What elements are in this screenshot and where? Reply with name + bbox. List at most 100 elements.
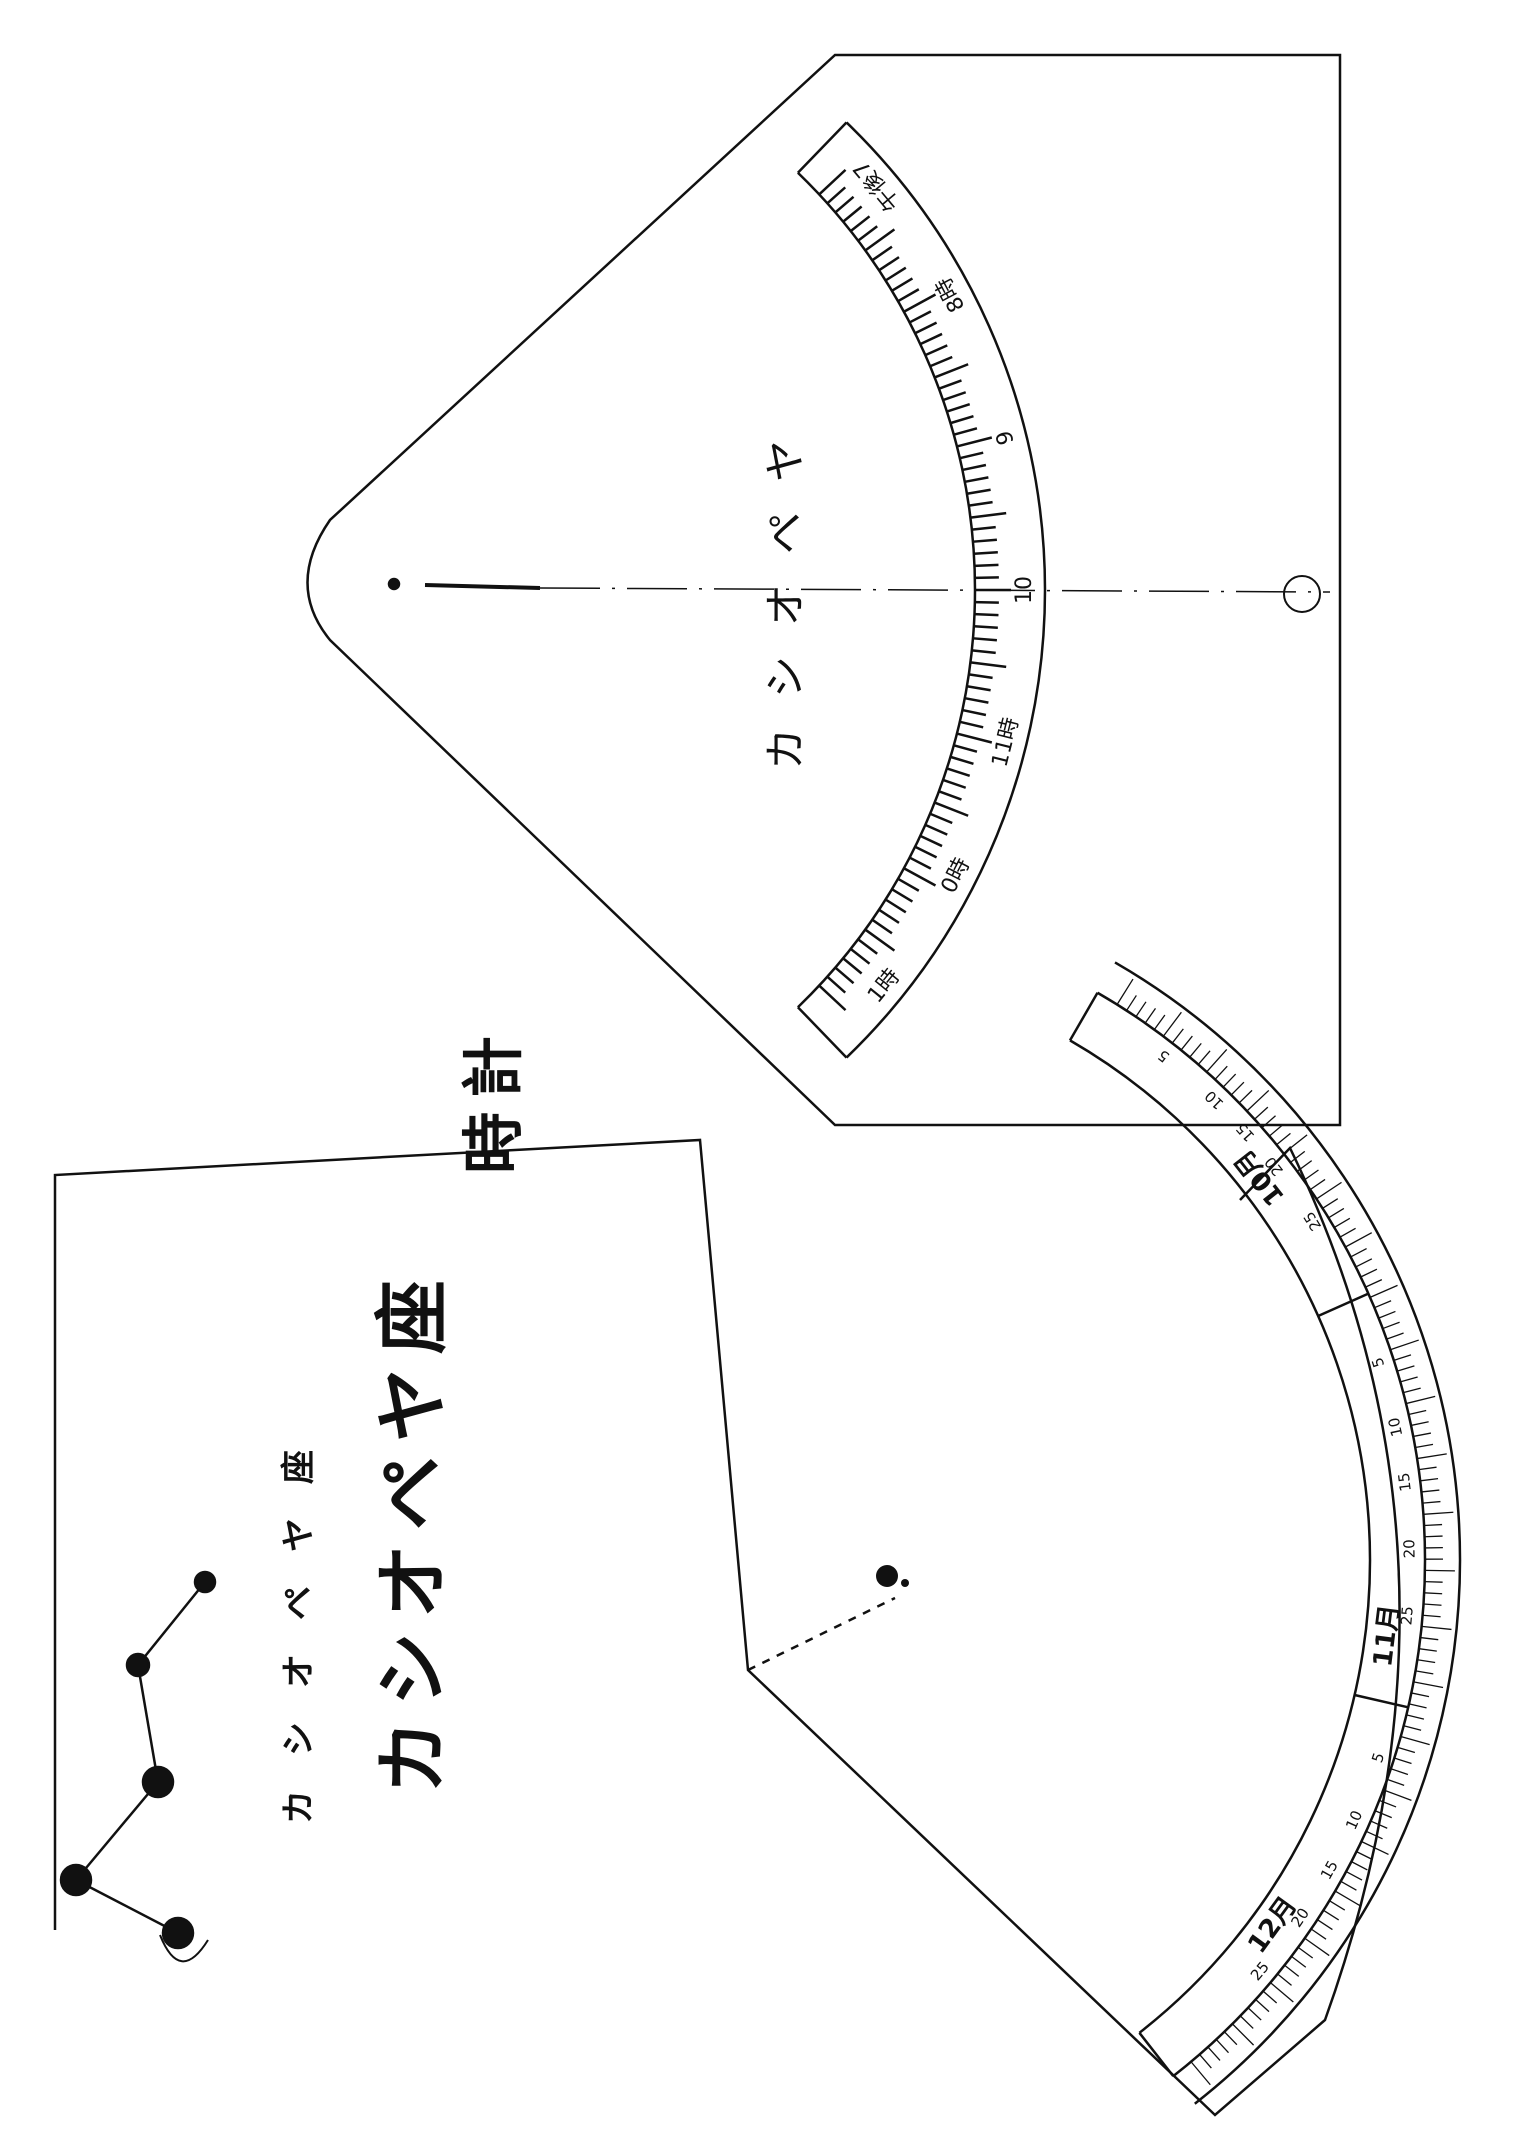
hour-tick	[864, 928, 896, 952]
notch-cutout	[159, 1934, 209, 1963]
date-tick	[1231, 2023, 1255, 2046]
date-tick	[1270, 1982, 1294, 2003]
hour-tick	[938, 790, 962, 801]
hour-tick	[834, 966, 855, 985]
date-tick	[1424, 1535, 1443, 1538]
date-tick	[1408, 1703, 1427, 1709]
date-tick	[1390, 1768, 1409, 1776]
date-tick	[1405, 1395, 1436, 1405]
hour-tick	[959, 451, 984, 460]
date-tick	[1144, 1007, 1157, 1024]
subtitle: 時計	[457, 1022, 530, 1174]
center-line-thick	[424, 583, 541, 590]
hour-tick	[962, 708, 987, 717]
date-tick	[1345, 1232, 1373, 1248]
date-tick	[1400, 1376, 1418, 1383]
date-tick	[1189, 1042, 1202, 1058]
hour-tick	[973, 551, 998, 555]
star-alpha	[59, 1863, 93, 1897]
date-tick	[1180, 1035, 1193, 1051]
hour-tick	[950, 415, 974, 425]
date-tick	[1268, 1123, 1284, 1137]
date-tick	[1162, 1011, 1182, 1037]
day-label: 10	[1201, 1087, 1227, 1113]
day-label: 5	[1154, 1046, 1173, 1066]
day-label: 25	[1397, 1605, 1417, 1626]
month-dividers	[1068, 992, 1409, 2077]
date-tick	[1420, 1636, 1439, 1641]
month-divider	[1317, 1292, 1369, 1318]
pivot-dot	[387, 577, 401, 591]
date-tick	[1379, 1799, 1397, 1808]
hour-tick	[953, 427, 978, 436]
date-tick	[1239, 2015, 1254, 2029]
hour-tick	[903, 867, 937, 887]
hour-tick	[878, 908, 900, 924]
hour-tick	[818, 168, 847, 196]
date-scale-inner-arc	[1069, 1039, 1372, 2034]
hour-label: 午後7	[849, 155, 905, 216]
pin-hole-circle	[1283, 575, 1321, 613]
hour-tick	[891, 277, 914, 292]
month-divider	[1068, 992, 1099, 1042]
hour-tick	[974, 563, 999, 568]
hour-label: 0時	[937, 854, 976, 897]
hour-tick	[973, 625, 998, 629]
date-tick	[1420, 1477, 1439, 1482]
date-tick	[1296, 1160, 1313, 1172]
date-tick	[1406, 1714, 1425, 1720]
hour-tick	[834, 195, 855, 214]
date-tick	[1422, 1500, 1441, 1504]
day-label: 15	[1317, 1857, 1342, 1882]
hour-tick	[974, 612, 999, 617]
date-tick	[1247, 2007, 1262, 2021]
date-tick	[1374, 1300, 1392, 1309]
date-tick	[1365, 1279, 1383, 1288]
hour-tick	[849, 215, 871, 233]
hour-tick	[897, 288, 920, 303]
day-label: 20	[1400, 1539, 1418, 1558]
hour-tick	[878, 256, 900, 272]
hour-tick	[970, 511, 1007, 519]
date-tick	[1382, 1321, 1400, 1330]
date-tick	[1360, 1268, 1378, 1278]
date-tick	[1351, 1861, 1368, 1871]
date-tick	[1417, 1659, 1436, 1664]
date-tick	[1415, 1443, 1434, 1449]
hour-tick	[871, 918, 893, 935]
hour-scale-inner-arc	[797, 171, 977, 1009]
hour-tick	[972, 637, 998, 642]
hour-tick	[903, 293, 937, 313]
date-tick	[1283, 1134, 1308, 1154]
date-dial-piece	[53, 961, 1462, 2117]
date-tick	[1403, 1725, 1422, 1731]
date-scale-outer-arc	[1114, 961, 1462, 2105]
hour-label: 8時	[931, 273, 970, 317]
hour-tick	[970, 661, 1007, 669]
hour-tick	[942, 391, 967, 402]
hour-tick	[884, 898, 907, 914]
date-tick	[1423, 1603, 1442, 1606]
date-tick	[1411, 1692, 1430, 1698]
date-tick	[1215, 2039, 1229, 2054]
hour-label: 9	[992, 428, 1020, 448]
date-tick	[1206, 1049, 1228, 1073]
hour-scale-right-end	[797, 1006, 848, 1059]
date-tick	[1418, 1648, 1437, 1652]
small-title: カシオペヤ座	[279, 1416, 319, 1824]
day-label: 25	[1247, 1958, 1273, 1984]
hour-tick	[934, 801, 969, 817]
hour-scale-left-end	[797, 121, 848, 174]
hour-tick	[971, 649, 996, 655]
hour-tick	[953, 744, 978, 753]
date-tick	[1214, 1065, 1228, 1080]
hour-tick	[884, 266, 907, 282]
day-label: 25	[1300, 1208, 1325, 1234]
star-gamma	[141, 1765, 175, 1799]
date-tick	[1374, 1810, 1392, 1819]
date-tick	[1135, 1001, 1147, 1018]
date-tick	[1207, 2046, 1221, 2061]
date-tick	[1246, 1089, 1270, 1112]
hour-tick	[974, 576, 999, 580]
